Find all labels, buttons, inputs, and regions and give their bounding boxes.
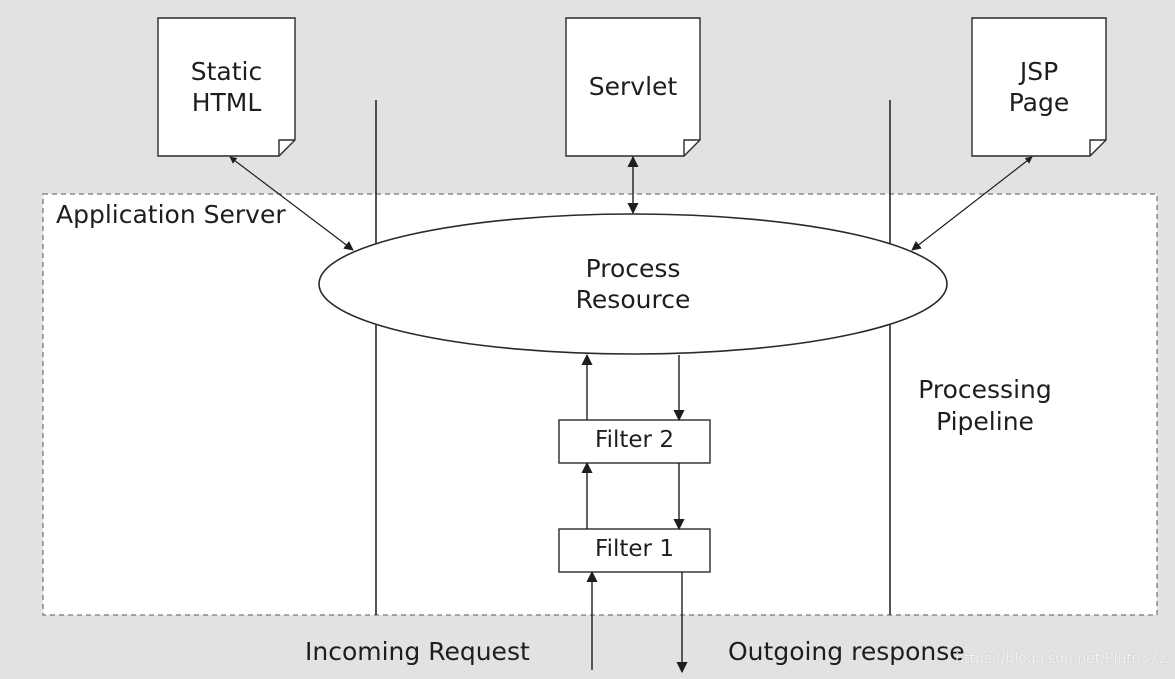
application-server-label: Application Server — [56, 200, 286, 229]
process-resource-line-1: Process — [585, 254, 681, 283]
servlet-document — [565, 17, 701, 157]
static-html-label-line-2: HTML — [191, 88, 262, 117]
static-html-document — [157, 17, 296, 157]
outgoing-response-label: Outgoing response — [728, 637, 965, 666]
servlet-label: Servlet — [566, 71, 700, 102]
filter-2-label: Filter 2 — [595, 427, 674, 453]
jsp-page-document — [971, 17, 1107, 157]
process-resource-line-2: Resource — [575, 285, 691, 314]
pipeline-label-line-2: Pipeline — [936, 407, 1034, 436]
processing-pipeline-label: Processing Pipeline — [905, 374, 1065, 438]
process-resource-label: Process Resource — [533, 253, 733, 315]
watermark-text: https://blog.csdn.net/Pluto372 — [955, 651, 1167, 667]
pipeline-label-line-1: Processing — [918, 375, 1052, 404]
jsp-label-line-1: JSP — [1019, 57, 1059, 86]
jsp-page-label: JSP Page — [972, 56, 1106, 118]
static-html-arrow — [229, 156, 354, 251]
filter-1-label: Filter 1 — [595, 536, 674, 562]
filter-2-box — [558, 419, 711, 464]
filter-1-box — [558, 528, 711, 573]
jsp-arrow — [911, 156, 1033, 251]
static-html-label-line-1: Static — [190, 57, 263, 86]
jsp-label-line-2: Page — [1008, 88, 1070, 117]
servlet-label-line-1: Servlet — [588, 72, 678, 101]
incoming-request-label: Incoming Request — [305, 637, 530, 666]
static-html-label: Static HTML — [158, 56, 295, 118]
